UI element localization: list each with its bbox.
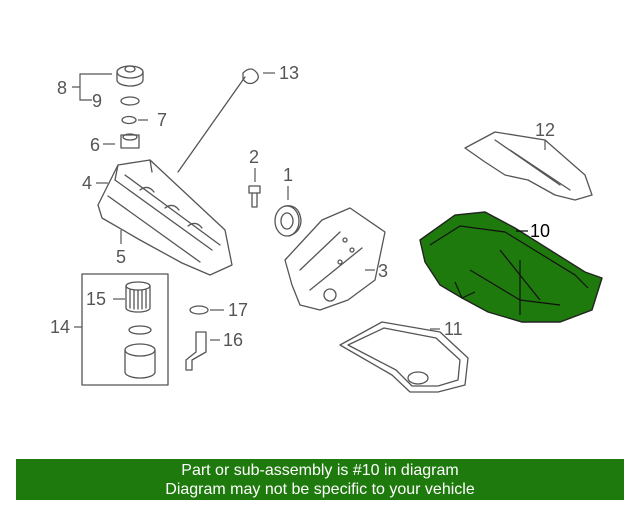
callout-12: 12: [535, 120, 556, 140]
callout-15: 15: [86, 289, 107, 309]
callout-2: 2: [249, 147, 260, 167]
oil-level-sensor: [185, 331, 207, 371]
callout-8: 8: [57, 78, 68, 98]
callout-10: 10: [530, 221, 551, 241]
parts-diagram: [72, 65, 603, 393]
callout-6: 6: [90, 135, 101, 155]
info-banner: Part or sub-assembly is #10 in diagram D…: [16, 459, 624, 500]
timing-cover: [284, 207, 386, 311]
pulley: [274, 205, 302, 237]
callout-3: 3: [378, 261, 389, 281]
bolt: [248, 185, 261, 208]
dipstick: [177, 68, 259, 173]
filter-gasket: [128, 325, 152, 335]
callout-17: 17: [228, 300, 249, 320]
callout-11: 11: [444, 319, 463, 339]
oil-pan-highlighted: [419, 211, 603, 323]
oil-cap-o-ring: [120, 96, 140, 106]
callout-14: 14: [50, 317, 71, 337]
valve-cover: [97, 159, 233, 276]
callout-5: 5: [116, 247, 127, 267]
heat-shield: [464, 131, 593, 201]
oil-filter: [125, 281, 151, 313]
banner-line-2: Diagram may not be specific to your vehi…: [165, 481, 475, 498]
callout-13: 13: [279, 63, 300, 83]
callout-16: 16: [223, 330, 244, 350]
callout-7: 7: [157, 110, 168, 130]
oil-filter-housing: [124, 343, 156, 379]
oil-filler-cap: [116, 65, 144, 87]
oil-filter-group-box: [81, 273, 169, 386]
banner-line-1: Part or sub-assembly is #10 in diagram: [181, 462, 459, 479]
callout-9: 9: [92, 91, 103, 111]
lower-oil-pan: [339, 321, 469, 393]
oil-filler-tube: [120, 133, 140, 149]
callout-1: 1: [283, 165, 294, 185]
seal-ring: [121, 115, 137, 125]
callout-4: 4: [82, 173, 93, 193]
sensor-o-ring: [189, 305, 209, 315]
